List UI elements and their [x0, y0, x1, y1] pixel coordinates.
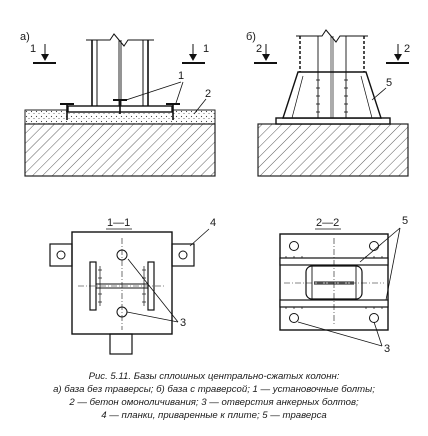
callout-4: 4 — [210, 217, 216, 229]
setting-bolt-center-a — [113, 99, 127, 114]
section-mark-right-b: 2 — [386, 43, 410, 64]
figure: а) — [20, 29, 410, 355]
side-plate-left-a — [49, 243, 73, 267]
base-plate-plan-b — [279, 233, 389, 331]
caption-line-1: Рис. 5.11. Базы сплошных центрально-сжат… — [88, 371, 340, 382]
traverse-b — [282, 71, 382, 119]
section-mark-left-a: 1 — [30, 43, 56, 64]
side-plate-right-a — [171, 243, 195, 267]
panel-b-letter: б) — [246, 31, 256, 43]
svg-text:1: 1 — [203, 43, 209, 55]
section-mark-right-a: 1 — [182, 43, 209, 64]
svg-text:2: 2 — [256, 43, 262, 55]
callout-3-a: 3 — [180, 317, 186, 329]
section-mark-left-b: 2 — [254, 43, 277, 64]
callout-5-plan: 5 — [402, 215, 408, 227]
bottom-plate-a — [109, 333, 133, 355]
foundation-a — [24, 123, 216, 177]
section-2-2-title: 2—2 — [316, 217, 339, 229]
base-plate-b — [275, 117, 391, 125]
caption-line-4: 4 — планки, приваренные к плите; 5 — тра… — [101, 410, 327, 421]
setting-bolt-left-a — [60, 103, 74, 120]
section-1-1-plan: 1—1 4 3 — [49, 217, 216, 355]
callout-3-b: 3 — [384, 343, 390, 355]
anchor-hole-tl-b — [289, 241, 299, 251]
anchor-hole-br-b — [369, 313, 379, 323]
panel-a-letter: а) — [20, 31, 30, 43]
anchor-hole-bl-b — [289, 313, 299, 323]
section-2-2-plan: 2—2 5 3 — [279, 215, 408, 355]
caption-line-3: 2 — бетон омоноличивания; 3 — отверстия … — [69, 397, 359, 408]
setting-bolt-right-a — [166, 103, 180, 120]
anchor-hole-tr-b — [369, 241, 379, 251]
svg-text:2: 2 — [404, 43, 410, 55]
svg-text:1: 1 — [30, 43, 36, 55]
callout-5-b: 5 — [386, 77, 392, 89]
panel-a-elevation: а) — [20, 31, 216, 177]
foundation-b — [257, 123, 409, 177]
callout-1-a: 1 — [178, 70, 184, 82]
section-1-1-title: 1—1 — [107, 217, 130, 229]
figure-caption: Рис. 5.11. Базы сплошных центрально-сжат… — [0, 370, 428, 436]
caption-line-2: а) база без траверсы; б) база с траверсо… — [53, 384, 375, 395]
callout-2-a: 2 — [205, 88, 211, 100]
panel-b-elevation: б) 2 — [246, 29, 410, 177]
